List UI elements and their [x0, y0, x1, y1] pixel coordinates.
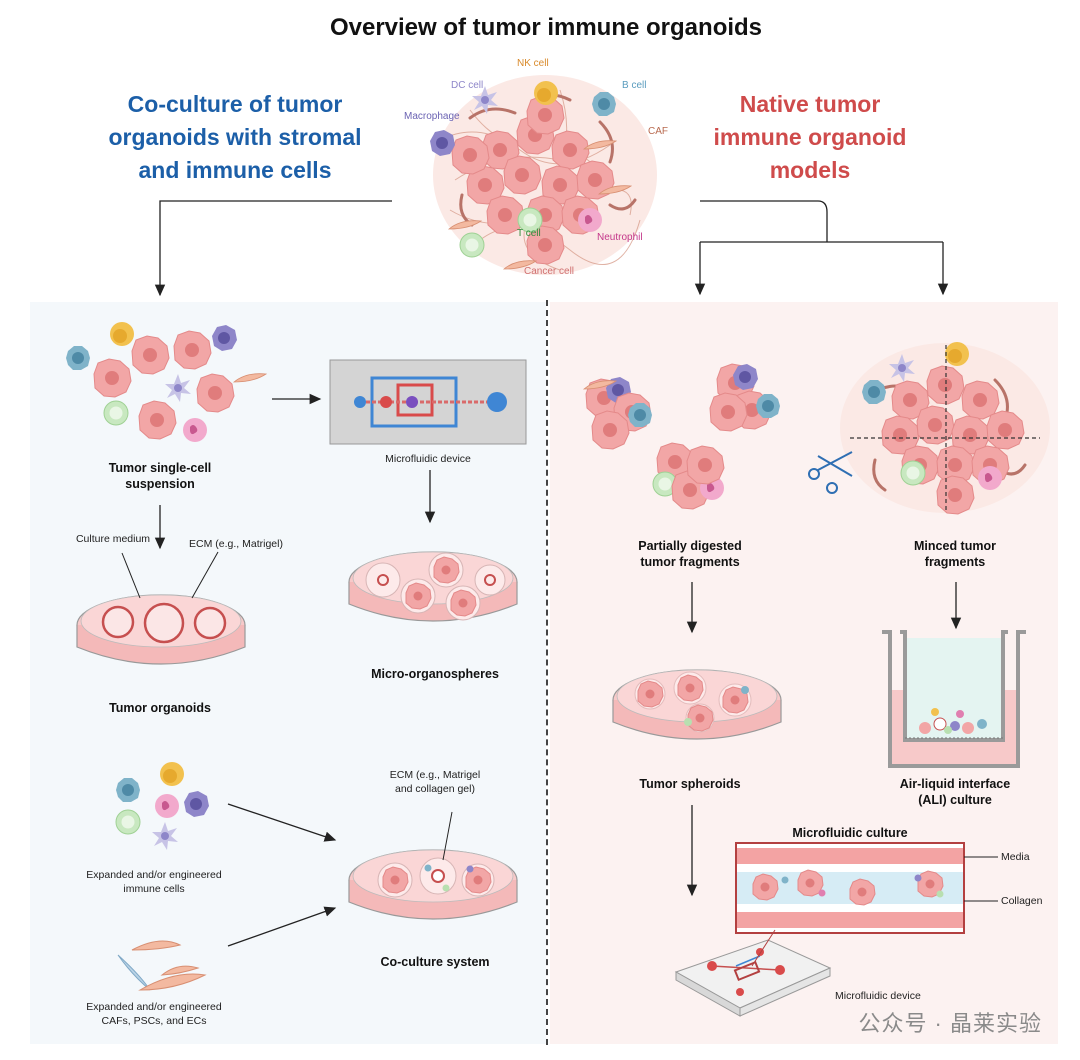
- panel-divider: [546, 300, 548, 1045]
- media-label: Media: [1001, 851, 1030, 863]
- ali-transwell: [882, 630, 1026, 768]
- microfluidic-device-label: Microfluidic device: [385, 453, 471, 465]
- tumor-spheroids-label: Tumor spheroids: [639, 777, 741, 791]
- culture-medium-label: Culture medium: [75, 533, 151, 545]
- b-cell-label: B cell: [622, 80, 647, 91]
- figure-title: Overview of tumor immune organoids: [329, 14, 763, 41]
- single-cell-suspension: [66, 322, 267, 442]
- micro-organospheres-dish: [348, 551, 518, 622]
- watermark: 公众号 · 晶莱实验: [858, 1011, 1042, 1036]
- partially-digested-fragments: [583, 363, 780, 510]
- ali-culture-label: Air-liquid interface(ALI) culture: [899, 777, 1011, 807]
- whole-tumor: [840, 342, 1050, 515]
- tumor-organoids-label: Tumor organoids: [109, 701, 211, 715]
- microfluidic-chip-device: [674, 929, 832, 1017]
- microfluidic-chip: [329, 359, 527, 445]
- microfluidic-device-right-label: Microfluidic device: [835, 990, 921, 1002]
- coculture-system-label: Co-culture system: [380, 955, 490, 969]
- neutrophil-label: Neutrophil: [597, 232, 643, 243]
- micro-organospheres-label: Micro-organospheres: [371, 667, 499, 681]
- collagen-label: Collagen: [1001, 895, 1043, 907]
- microfluidic-culture-label: Microfluidic culture: [792, 826, 908, 840]
- ecm-label: ECM (e.g., Matrigel): [189, 538, 283, 550]
- dc-cell-label: DC cell: [451, 80, 484, 91]
- expanded-immune-cells: [115, 762, 209, 850]
- t-cell-label: T cell: [517, 228, 541, 239]
- scissors-icon: [808, 451, 853, 494]
- tumor-organoids-dish: [76, 594, 246, 665]
- macrophage-label: Macrophage: [404, 111, 460, 122]
- caf-label: CAF: [648, 126, 668, 137]
- expanded-stromal-cells: [117, 940, 207, 991]
- tumor-spheroids-dish: [612, 669, 782, 740]
- coculture-dish: [348, 849, 518, 920]
- tumor-microenvironment: [430, 75, 657, 275]
- microfluidic-culture-channel: [735, 842, 998, 934]
- cancer-cell-label: Cancer cell: [524, 266, 575, 277]
- nk-cell-label: NK cell: [517, 58, 549, 69]
